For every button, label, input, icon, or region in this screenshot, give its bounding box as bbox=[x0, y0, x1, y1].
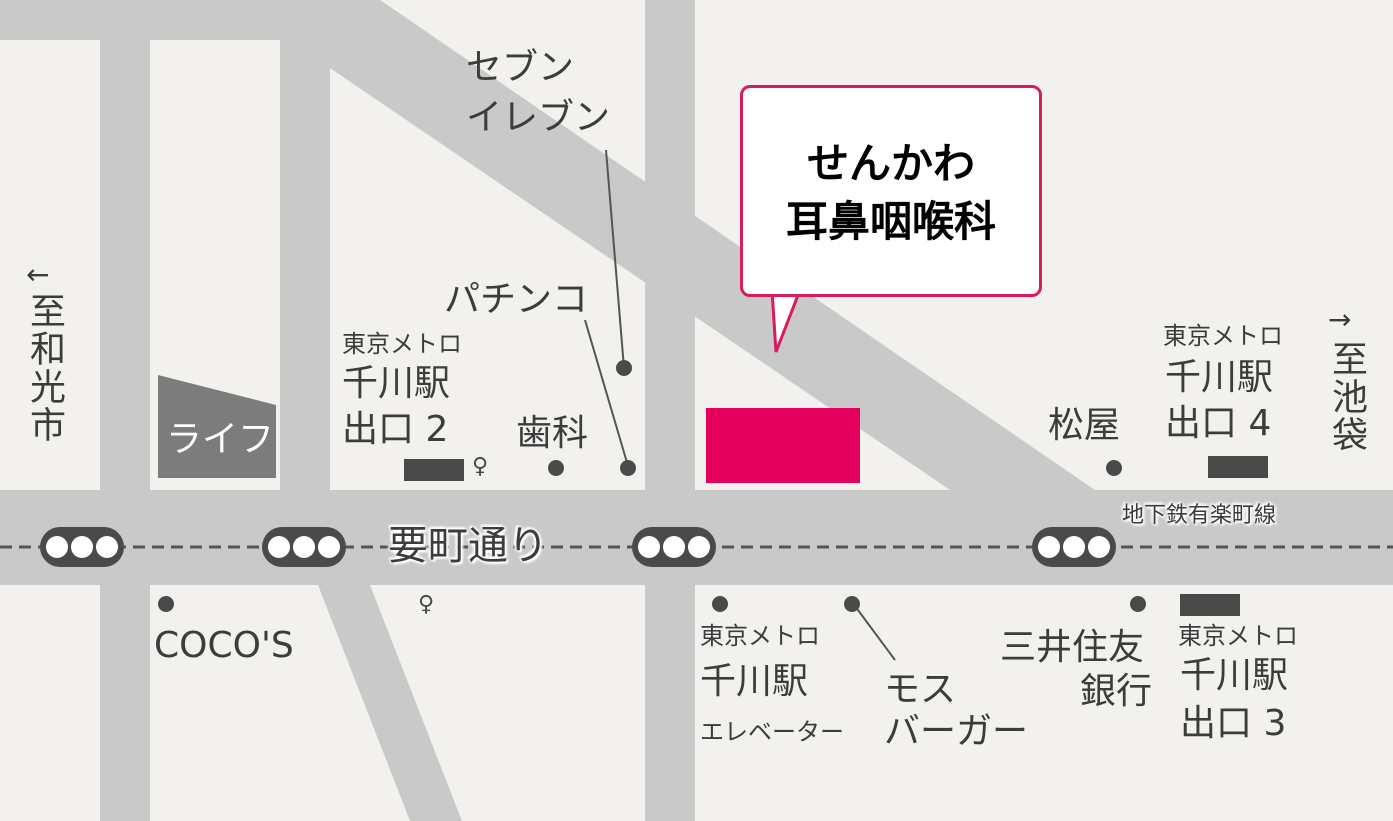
road-left-vertical bbox=[100, 0, 150, 821]
exit3-label: 出口 3 bbox=[1180, 703, 1287, 744]
traffic-signal bbox=[1032, 527, 1116, 567]
elevator-operator: 東京メトロ bbox=[700, 622, 820, 650]
exit3-marker bbox=[1180, 594, 1240, 616]
exit3-station: 千川駅 bbox=[1180, 655, 1289, 696]
clinic-callout: せんかわ 耳鼻咽喉科 bbox=[740, 85, 1042, 297]
dentist-marker bbox=[548, 460, 564, 476]
direction-wakoshi: 至和光市 bbox=[24, 292, 65, 444]
traffic-signal bbox=[632, 527, 716, 567]
road-center-vertical bbox=[645, 0, 695, 821]
elevator-label: エレベーター bbox=[700, 718, 844, 746]
cocos-label: COCO'S bbox=[154, 625, 294, 666]
right-arrow-icon: → bbox=[1328, 303, 1352, 336]
elevator-marker bbox=[712, 596, 728, 612]
road-second-vertical bbox=[280, 0, 330, 490]
mos-line2: バーガー bbox=[884, 711, 1029, 752]
pachinko-marker bbox=[620, 460, 636, 476]
exit3-operator: 東京メトロ bbox=[1178, 622, 1298, 650]
traffic-signal bbox=[40, 527, 124, 567]
mos-marker bbox=[844, 596, 860, 612]
matsuya-label: 松屋 bbox=[1048, 405, 1121, 446]
seven-eleven-line2: イレブン bbox=[466, 97, 611, 138]
exit4-operator: 東京メトロ bbox=[1163, 322, 1283, 350]
leader-mos bbox=[851, 601, 896, 661]
elevator-station: 千川駅 bbox=[700, 661, 809, 702]
smbc-marker bbox=[1130, 596, 1146, 612]
road-diagonal bbox=[230, 0, 1095, 490]
matsuya-marker bbox=[1106, 460, 1122, 476]
traffic-signal bbox=[262, 527, 346, 567]
exit2-marker bbox=[404, 459, 464, 481]
smbc-line2: 銀行 bbox=[1080, 671, 1153, 712]
life-building bbox=[158, 375, 276, 478]
main-road-label: 要町通り bbox=[388, 523, 548, 569]
exit4-station: 千川駅 bbox=[1165, 357, 1274, 398]
left-arrow-icon: ← bbox=[26, 258, 50, 291]
leader-seven-eleven bbox=[605, 149, 625, 369]
leader-pachinko bbox=[584, 319, 629, 467]
clinic-name-line1: せんかわ bbox=[806, 139, 975, 188]
clinic-location-marker[interactable] bbox=[706, 408, 860, 483]
direction-ikebukuro: 至池袋 bbox=[1326, 340, 1367, 454]
seven-eleven-marker bbox=[616, 360, 632, 376]
exit4-marker bbox=[1208, 456, 1268, 478]
exit4-label: 出口 4 bbox=[1165, 403, 1272, 444]
callout-tail-joint bbox=[774, 286, 798, 294]
toilet-icon: ♀ bbox=[472, 454, 489, 479]
exit2-operator: 東京メトロ bbox=[342, 330, 462, 358]
pachinko-label: パチンコ bbox=[444, 279, 589, 320]
clinic-name-line2: 耳鼻咽喉科 bbox=[785, 197, 996, 246]
subway-line-label: 地下鉄有楽町線 bbox=[1122, 503, 1277, 528]
life-label: ライフ bbox=[166, 419, 275, 460]
road-lower-diagonal bbox=[318, 585, 462, 821]
exit2-station: 千川駅 bbox=[342, 363, 451, 404]
cocos-marker bbox=[158, 596, 174, 612]
smbc-line1: 三井住友 bbox=[1000, 627, 1145, 668]
mos-line1: モス bbox=[884, 669, 957, 710]
toilet-icon-south: ♀ bbox=[418, 592, 435, 617]
seven-eleven-line1: セブン bbox=[466, 47, 575, 88]
exit2-label: 出口 2 bbox=[342, 409, 449, 450]
dentist-label: 歯科 bbox=[516, 413, 589, 454]
